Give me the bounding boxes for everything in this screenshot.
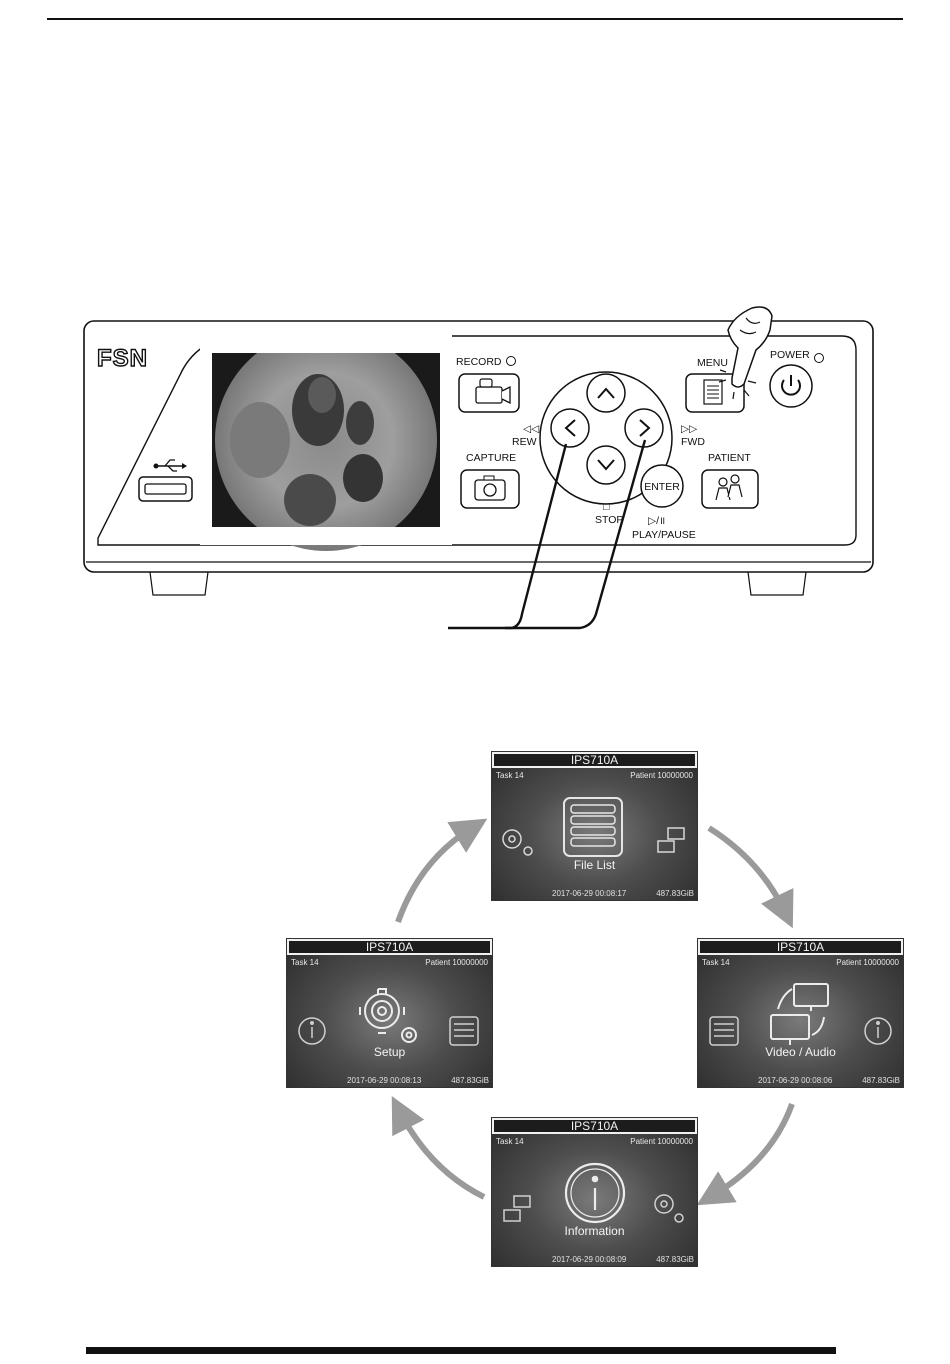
usb-icon: [153, 459, 187, 472]
gear-icon: [359, 988, 417, 1043]
arrow-filelist-to-video: [707, 825, 794, 929]
bottom-rule: [86, 1347, 836, 1354]
screen-caption: Setup: [373, 1045, 406, 1059]
screen-caption: Information: [564, 1224, 625, 1238]
play-pause-symbol: ▷/॥: [648, 515, 665, 527]
screen-file-list: IPS710A Task 14 Patient 10000000 File Li…: [491, 751, 698, 901]
task-label: Task 14: [291, 958, 319, 967]
task-label: Task 14: [702, 958, 730, 967]
arrow-information-to-setup: [391, 1096, 486, 1200]
file-list-icon: [709, 1016, 739, 1046]
usb-port[interactable]: [138, 476, 193, 502]
stop-symbol: □: [603, 501, 610, 513]
camcorder-icon: [475, 378, 511, 405]
info-icon: [298, 1017, 326, 1045]
capture-label: CAPTURE: [466, 452, 516, 464]
screen-storage: 487.83GiB: [451, 1076, 489, 1085]
fwd-label: FWD: [681, 436, 705, 448]
screen-storage: 487.83GiB: [656, 1255, 694, 1264]
brand-logo: FSN: [97, 345, 148, 372]
file-list-icon: [563, 797, 623, 857]
patient-label: PATIENT: [708, 452, 751, 464]
gear-icon: [654, 1194, 684, 1223]
record-label: RECORD: [456, 356, 502, 368]
screen-datetime: 2017-06-29 00:08:17: [552, 889, 627, 898]
play-pause-label: PLAY/PAUSE: [632, 529, 696, 541]
task-label: Task 14: [496, 1137, 524, 1146]
record-indicator: [506, 356, 516, 366]
screen-title: IPS710A: [287, 939, 492, 955]
callout-line-right: [505, 439, 647, 630]
monitors-icon: [770, 983, 829, 1045]
screen-storage: 487.83GiB: [862, 1076, 900, 1085]
menu-list-icon: [703, 379, 723, 405]
screen-title: IPS710A: [492, 1118, 697, 1134]
stop-label: STOP: [595, 514, 623, 526]
patient-id: Patient 10000000: [836, 958, 899, 967]
monitors-icon: [657, 827, 685, 853]
menu-label: MENU: [697, 357, 728, 369]
screen-caption: Video / Audio: [765, 1045, 836, 1059]
patient-id: Patient 10000000: [425, 958, 488, 967]
enter-label: ENTER: [644, 481, 680, 493]
patient-icon: [715, 474, 743, 501]
device-foot-right: [747, 571, 807, 596]
file-list-icon: [449, 1016, 479, 1046]
right-button[interactable]: [624, 408, 664, 448]
screen-caption: File List: [573, 858, 616, 872]
info-icon: [864, 1017, 892, 1045]
left-button[interactable]: [550, 408, 590, 448]
task-label: Task 14: [496, 771, 524, 780]
screen-datetime: 2017-06-29 00:08:13: [347, 1076, 422, 1085]
screen-storage: 487.83GiB: [656, 889, 694, 898]
patient-id: Patient 10000000: [630, 771, 693, 780]
enter-button[interactable]: ENTER: [640, 464, 684, 508]
gear-icon: [502, 829, 533, 856]
navigation-pad: [539, 371, 673, 505]
info-icon: [564, 1162, 626, 1224]
fwd-symbol: ▷▷: [681, 423, 698, 435]
screen-datetime: 2017-06-29 00:08:09: [552, 1255, 627, 1264]
screen-datetime: 2017-06-29 00:08:06: [758, 1076, 833, 1085]
rew-symbol: ◁◁: [523, 423, 540, 435]
power-indicator: [814, 353, 824, 363]
device-front-panel: FSN RECORD CAPTURE: [83, 306, 874, 630]
rew-label: REW: [512, 436, 537, 448]
arrow-setup-to-filelist: [395, 818, 488, 924]
power-icon: [781, 375, 801, 396]
camera-icon: [474, 475, 506, 501]
pointing-hand-icon: [718, 306, 773, 400]
top-rule: [47, 18, 903, 20]
up-button[interactable]: [586, 373, 626, 413]
power-label: POWER: [770, 349, 810, 361]
device-foot-left: [149, 571, 209, 596]
monitors-icon: [503, 1195, 531, 1222]
screen-title: IPS710A: [492, 752, 697, 768]
patient-id: Patient 10000000: [630, 1137, 693, 1146]
screen-title: IPS710A: [698, 939, 903, 955]
arrow-video-to-information: [696, 1102, 795, 1206]
screen-video-audio: IPS710A Task 14 Patient 10000000 Video /…: [697, 938, 904, 1088]
screen-information: IPS710A Task 14 Patient 10000000 Informa…: [491, 1117, 698, 1267]
down-button[interactable]: [586, 445, 626, 485]
screen-setup: IPS710A Task 14 Patient 10000000 Setup 2…: [286, 938, 493, 1088]
